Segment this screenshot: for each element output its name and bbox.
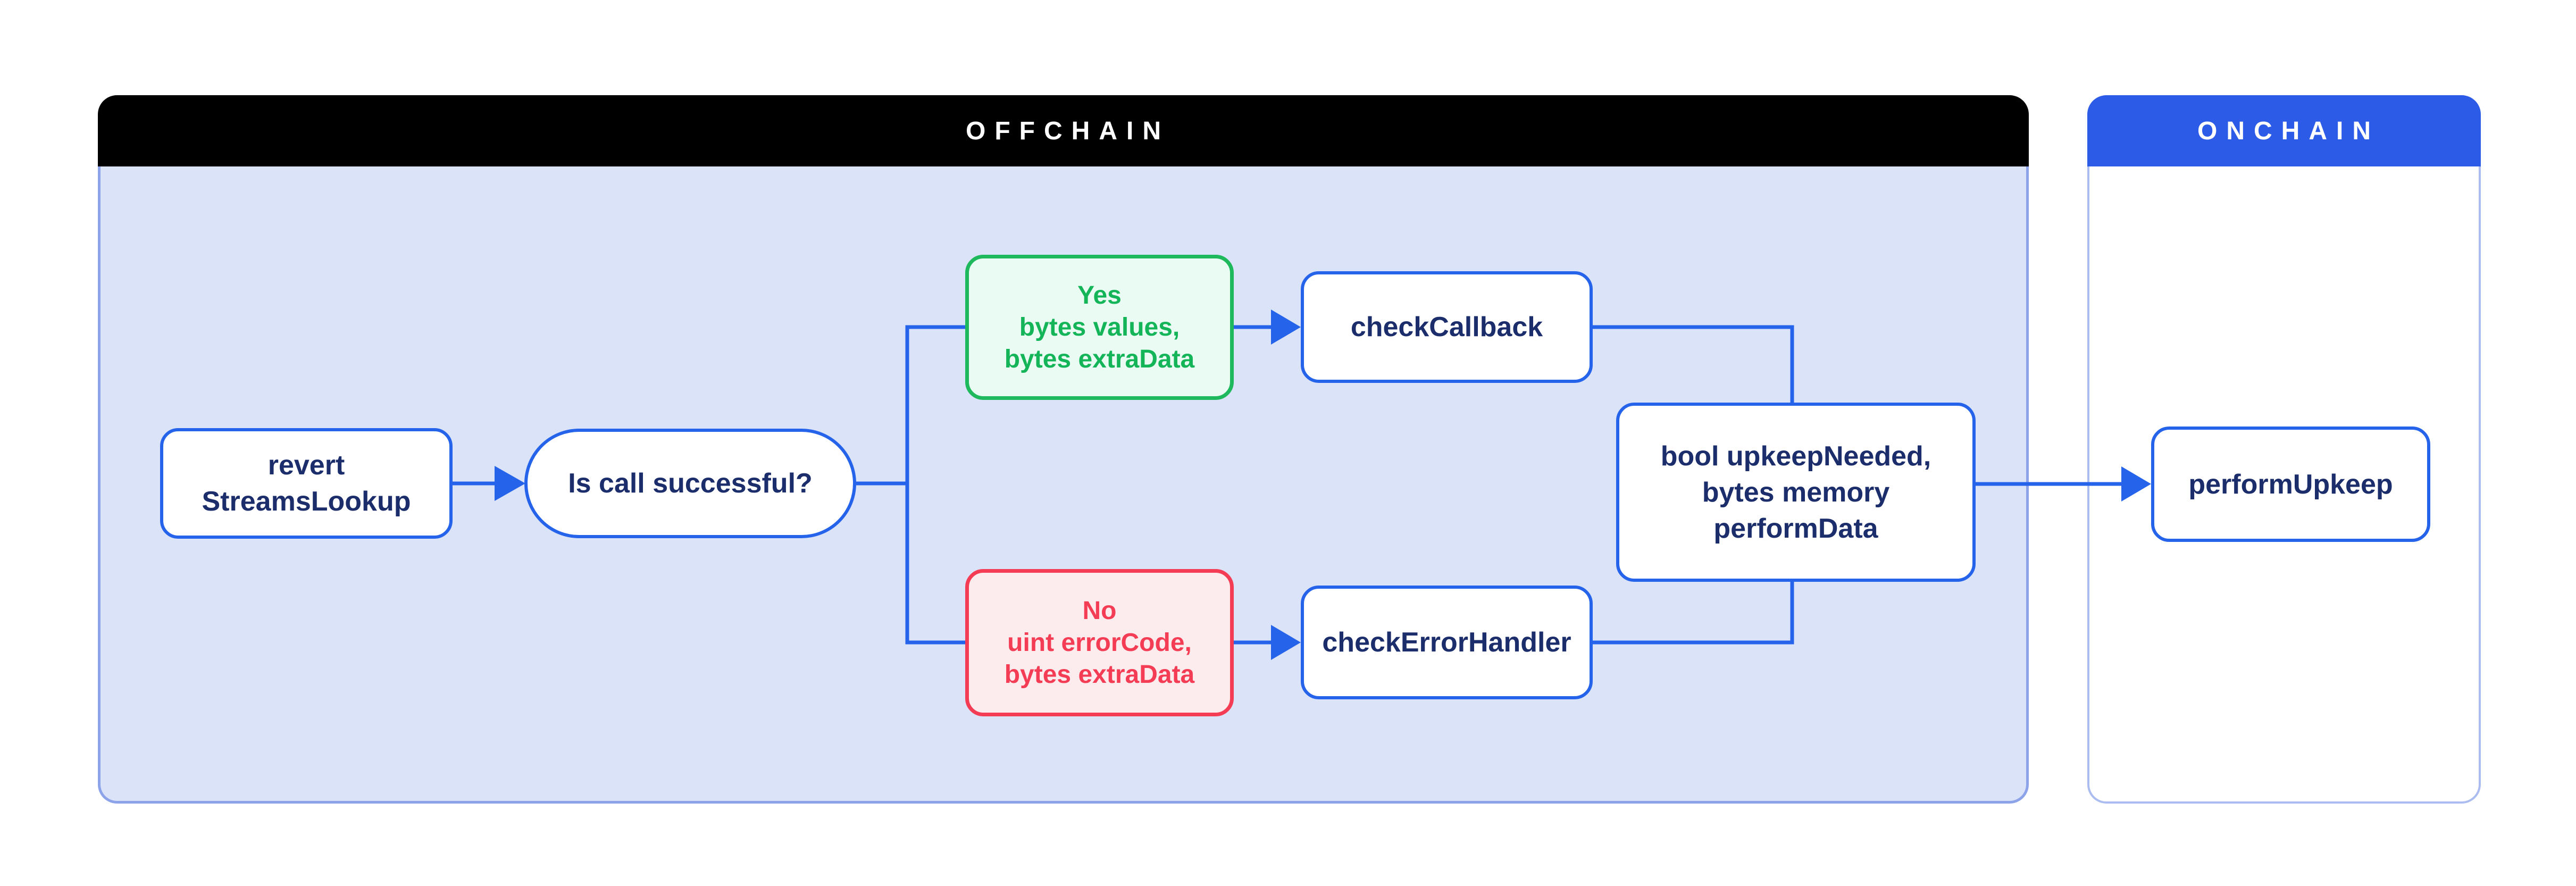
node-label-line: bytes extraData — [1004, 345, 1195, 373]
node-label-line: bytes extraData — [1004, 660, 1195, 689]
node-label: performUpkeep — [2188, 469, 2393, 500]
onchain-title: ONCHAIN — [2197, 116, 2380, 145]
node-check-error-handler: checkErrorHandler — [1301, 586, 1593, 699]
node-revert-streamslookup: revert StreamsLookup — [160, 428, 453, 539]
node-label-line: performData — [1713, 513, 1878, 544]
node-no-branch: No uint errorCode, bytes extraData — [965, 569, 1234, 716]
node-label-line: uint errorCode, — [1007, 628, 1192, 657]
onchain-header: ONCHAIN — [2087, 95, 2481, 166]
node-label-line: revert — [267, 450, 345, 481]
node-label-line: bool upkeepNeeded, — [1660, 440, 1931, 472]
node-is-call-successful: Is call successful? — [524, 429, 856, 538]
node-label-line: StreamsLookup — [202, 486, 411, 517]
node-upkeep-result: bool upkeepNeeded, bytes memory performD… — [1616, 403, 1976, 582]
node-yes-branch: Yes bytes values, bytes extraData — [965, 255, 1234, 400]
offchain-header: OFFCHAIN — [98, 95, 2029, 166]
node-label-line: bytes values, — [1019, 313, 1180, 341]
node-label-line: No — [1082, 596, 1117, 625]
node-perform-upkeep: performUpkeep — [2151, 427, 2430, 542]
node-label-line: bytes memory — [1702, 477, 1890, 508]
node-label-line: Yes — [1077, 281, 1122, 310]
node-label: checkErrorHandler — [1322, 627, 1571, 658]
node-label: Is call successful? — [568, 468, 813, 499]
node-label: checkCallback — [1350, 312, 1543, 342]
offchain-title: OFFCHAIN — [966, 116, 1170, 145]
node-check-callback: checkCallback — [1301, 271, 1593, 383]
